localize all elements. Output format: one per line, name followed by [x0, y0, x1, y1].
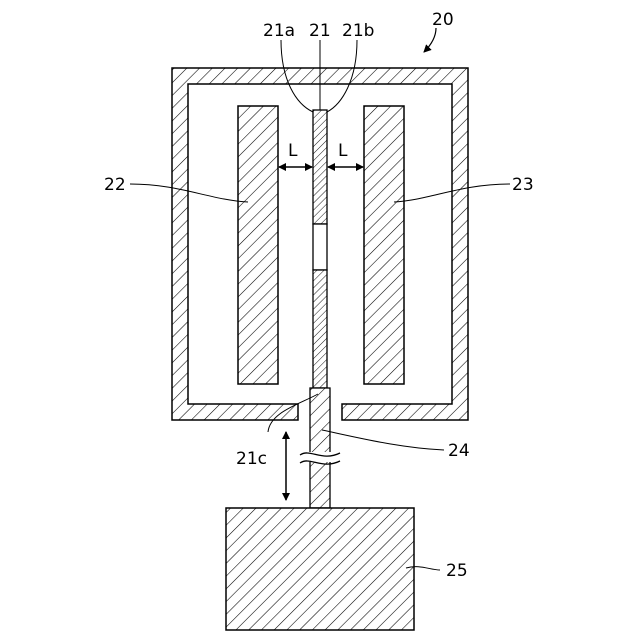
- plate-bottom: [313, 270, 327, 388]
- label-electrode-right: 23: [512, 175, 534, 195]
- leader-electrode-left: [130, 184, 248, 202]
- plate-top: [313, 110, 327, 224]
- leader-rod: [322, 430, 444, 450]
- label-rod: 24: [448, 441, 470, 461]
- label-plate-face-b: 21b: [342, 21, 374, 41]
- electrode-right: [364, 106, 404, 384]
- electrode-left: [238, 106, 278, 384]
- actuator-block: [226, 508, 414, 630]
- rod: [310, 388, 330, 508]
- leader-chamber: [424, 28, 436, 52]
- label-gap-left: L: [288, 141, 298, 161]
- plate-window: [313, 224, 327, 270]
- label-chamber: 20: [432, 10, 454, 30]
- label-gap-right: L: [338, 141, 348, 161]
- label-actuator: 25: [446, 561, 468, 581]
- label-plate-end: 21c: [236, 449, 267, 469]
- label-plate: 21: [309, 21, 331, 41]
- label-electrode-left: 22: [104, 175, 126, 195]
- label-plate-face-a: 21a: [263, 21, 295, 41]
